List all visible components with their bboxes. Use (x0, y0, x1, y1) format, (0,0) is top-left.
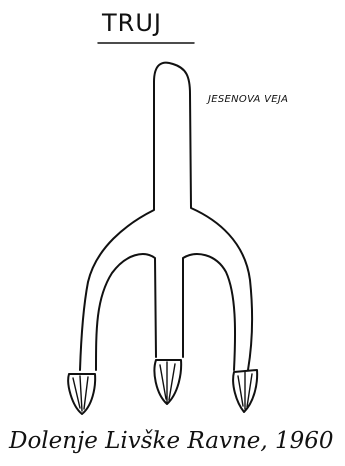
prong-tip-middle (154, 360, 181, 404)
tool-inner-left (96, 254, 156, 370)
tool-inner-right (183, 254, 235, 370)
tool-outline-left (80, 82, 154, 370)
tool-outline-outer (154, 63, 252, 370)
drawing-caption: Dolenje Livške Ravne, 1960 (8, 428, 334, 454)
drawing-label: JESENOVA VEJA (206, 94, 288, 105)
prong-tip-left (68, 374, 95, 414)
prong-tip-right (233, 370, 257, 412)
drawing-title: TRUJ (101, 9, 162, 37)
